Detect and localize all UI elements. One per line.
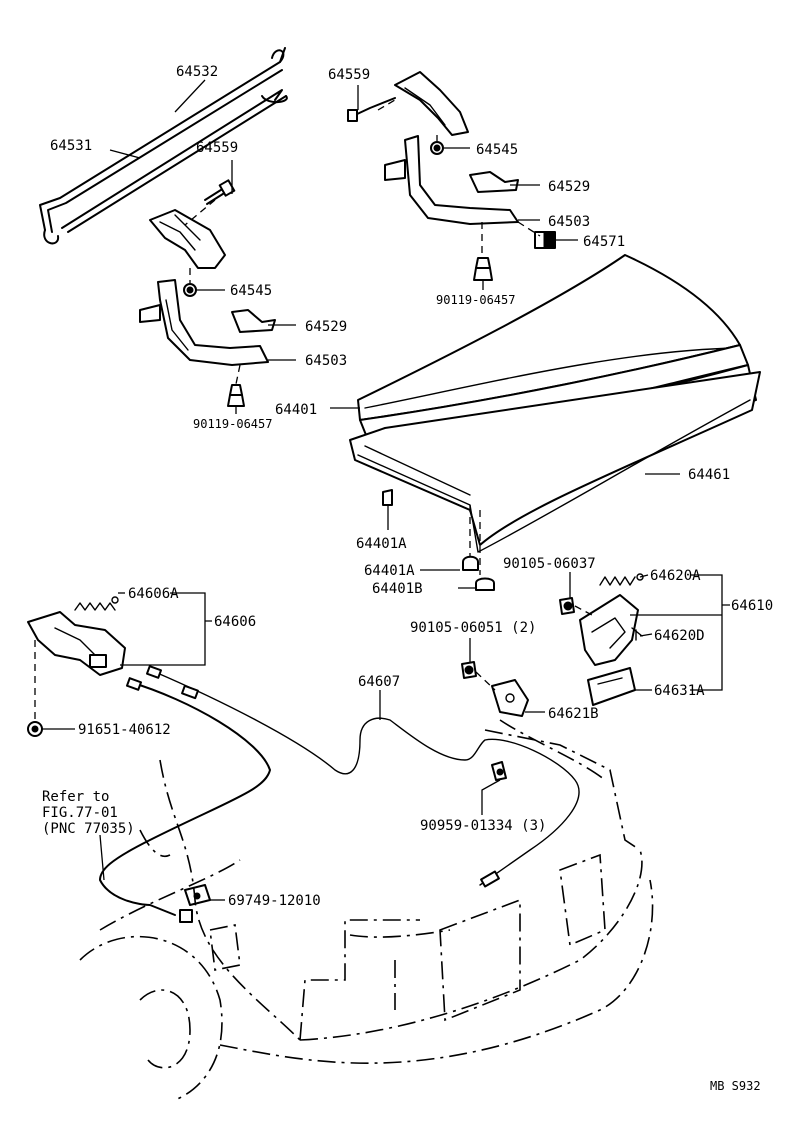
diagram-code: MB S932 bbox=[710, 1079, 761, 1093]
label-64571: 64571 bbox=[583, 234, 625, 250]
label-91651-40612: 91651-40612 bbox=[78, 722, 171, 738]
label-64621B: 64621B bbox=[548, 706, 599, 722]
label-64545-right: 64545 bbox=[476, 142, 518, 158]
trunk-lid bbox=[349, 254, 761, 553]
lock-group bbox=[461, 573, 644, 717]
label-64620D: 64620D bbox=[654, 628, 705, 644]
label-64529-right: 64529 bbox=[548, 179, 590, 195]
label-64545-left: 64545 bbox=[230, 283, 272, 299]
opener-lever bbox=[27, 596, 126, 737]
label-64531: 64531 bbox=[50, 138, 92, 154]
label-64401A-1: 64401A bbox=[356, 536, 407, 552]
note-line-2: FIG.77-01 bbox=[42, 805, 118, 821]
label-64401: 64401 bbox=[275, 402, 317, 418]
note-line-3: (PNC 77035) bbox=[42, 821, 135, 837]
right-hinge-group bbox=[347, 71, 556, 281]
label-64461: 64461 bbox=[688, 467, 730, 483]
label-64607: 64607 bbox=[358, 674, 400, 690]
label-64401B: 64401B bbox=[372, 581, 423, 597]
label-90105-06037: 90105-06037 bbox=[503, 556, 596, 572]
label-90119-right: 90119-06457 bbox=[436, 293, 515, 307]
note-line-1: Refer to bbox=[42, 789, 109, 805]
label-64559-right: 64559 bbox=[328, 67, 370, 83]
label-69749-12010: 69749-12010 bbox=[228, 893, 321, 909]
label-64620A: 64620A bbox=[650, 568, 701, 584]
torsion-bar-assembly bbox=[39, 47, 288, 245]
label-64503-left: 64503 bbox=[305, 353, 347, 369]
label-64532: 64532 bbox=[176, 64, 218, 80]
label-90105-06051: 90105-06051 (2) bbox=[410, 620, 536, 636]
label-64503-right: 64503 bbox=[548, 214, 590, 230]
label-64559-left: 64559 bbox=[196, 140, 238, 156]
car-body-outline bbox=[79, 719, 654, 1101]
label-64529-left: 64529 bbox=[305, 319, 347, 335]
label-90119-left: 90119-06457 bbox=[193, 417, 272, 431]
label-64606A: 64606A bbox=[128, 586, 179, 602]
release-cable bbox=[99, 665, 580, 923]
grommet bbox=[184, 884, 211, 906]
label-64610: 64610 bbox=[731, 598, 773, 614]
label-64606: 64606 bbox=[214, 614, 256, 630]
part-labels: 64532 64531 64559 64545 64529 64503 9011… bbox=[42, 64, 773, 1093]
label-64401A-2: 64401A bbox=[364, 563, 415, 579]
label-64631A: 64631A bbox=[654, 683, 705, 699]
label-90959-01334: 90959-01334 (3) bbox=[420, 818, 546, 834]
cable-clamp bbox=[491, 761, 507, 781]
left-hinge-group bbox=[139, 179, 276, 407]
lid-clips bbox=[382, 489, 495, 591]
